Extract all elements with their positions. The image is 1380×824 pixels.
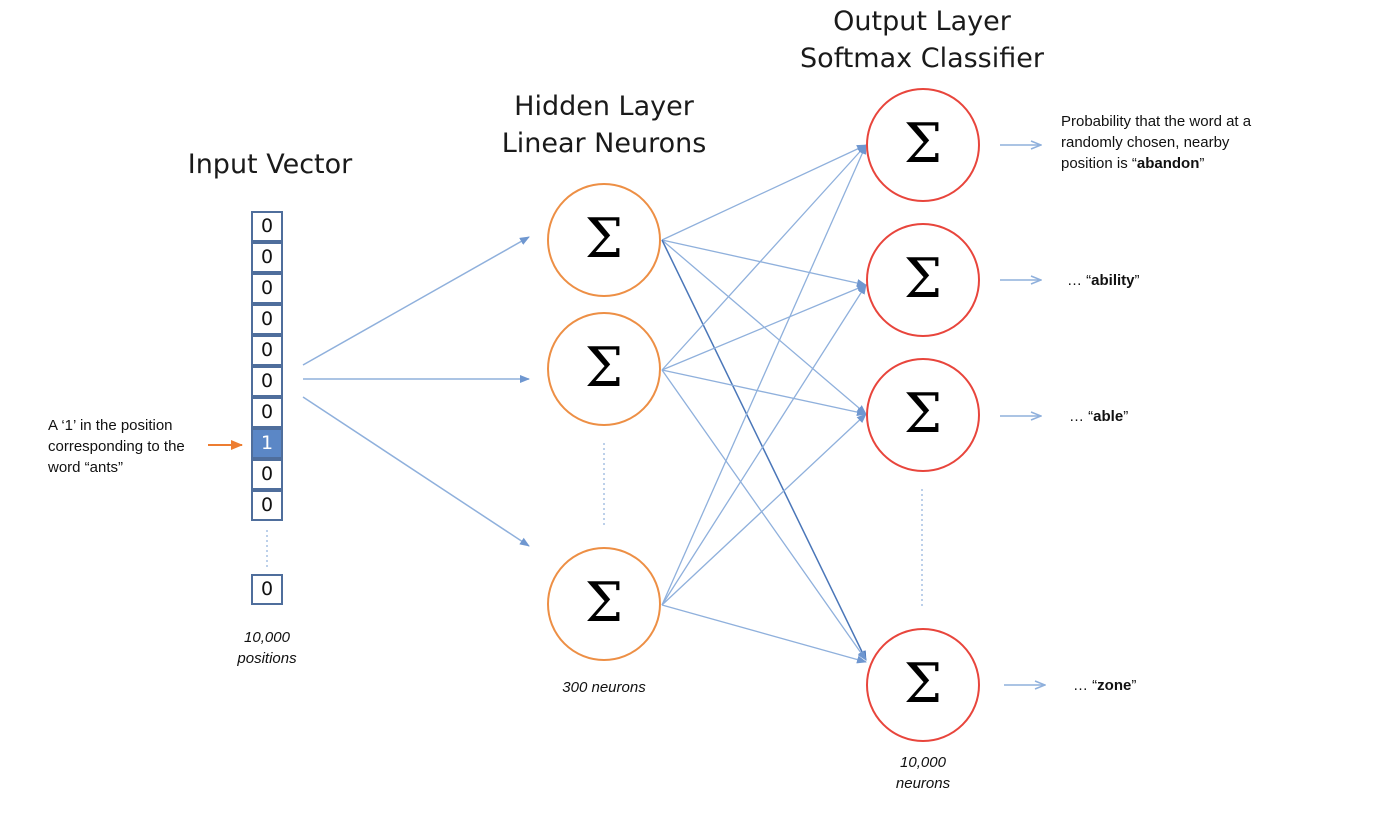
output-layer-title: Output Layer Softmax Classifier <box>782 3 1062 77</box>
output-neuron: Σ <box>866 223 980 337</box>
output-label-abandon: Probability that the word at a randomly … <box>1061 111 1361 174</box>
output-word: ability <box>1091 272 1135 289</box>
input-cell: 0 <box>251 304 283 335</box>
hidden-layer-title: Hidden Layer Linear Neurons <box>474 88 734 162</box>
sigma-icon: Σ <box>903 246 943 310</box>
hidden2-to-out1 <box>661 144 867 371</box>
input-annotation-line3: word “ants” <box>48 459 124 476</box>
hidden-neuron: Σ <box>547 547 661 661</box>
input-cell-last: 0 <box>251 574 283 605</box>
input-size-line2: positions <box>237 650 297 667</box>
hidden1-to-out2 <box>661 239 867 287</box>
hidden1-to-out1 <box>661 144 867 241</box>
sigma-icon: Σ <box>584 570 624 634</box>
sigma-icon: Σ <box>903 381 943 445</box>
input-cell: 0 <box>251 211 283 242</box>
hidden3-to-out1 <box>661 144 867 606</box>
input-annotation-line2: corresponding to the <box>48 438 185 455</box>
hidden-neuron: Σ <box>547 312 661 426</box>
output-label-line1: Probability that the word at a <box>1061 113 1252 130</box>
hidden-layer-title-line1: Hidden Layer <box>514 91 694 122</box>
output-neuron: Σ <box>866 358 980 472</box>
hidden-layer-caption: 300 neurons <box>562 679 646 696</box>
output-label-zone: … “zone” <box>1073 677 1137 694</box>
input-cell: 0 <box>251 459 283 490</box>
output-word: able <box>1093 408 1124 425</box>
sigma-icon: Σ <box>903 651 943 715</box>
hidden1-to-out4 <box>661 239 867 661</box>
sigma-icon: Σ <box>584 206 624 270</box>
hidden3-to-out2 <box>661 284 867 606</box>
input-annotation-line1: A ‘1’ in the position <box>48 417 173 434</box>
input-cell: 0 <box>251 242 283 273</box>
output-neuron: Σ <box>866 628 980 742</box>
output-layer-caption: 10,000 neurons <box>868 752 978 794</box>
output-word: abandon <box>1136 155 1200 172</box>
hidden2-to-out4 <box>661 369 867 661</box>
hidden3-to-out3 <box>661 413 867 606</box>
output-label-line3: position is “abandon” <box>1061 155 1205 172</box>
output-label-line2: randomly chosen, nearby <box>1061 134 1230 151</box>
input-to-hidden-arrow-3 <box>302 396 530 547</box>
input-cell: 0 <box>251 490 283 521</box>
hidden-neuron: Σ <box>547 183 661 297</box>
input-to-hidden-arrow-1 <box>302 236 530 366</box>
input-cell: 0 <box>251 397 283 428</box>
input-annotation: A ‘1’ in the position corresponding to t… <box>48 415 213 478</box>
input-cell: 0 <box>251 273 283 304</box>
hidden2-to-out3 <box>661 369 867 417</box>
output-layer-title-line2: Softmax Classifier <box>800 43 1044 74</box>
input-size-line1: 10,000 <box>244 629 290 646</box>
hidden2-to-out2 <box>661 284 867 371</box>
hidden3-to-out4 <box>661 604 867 664</box>
input-cell-hot: 1 <box>251 428 283 459</box>
output-caption-line2: neurons <box>895 775 951 792</box>
output-label-able: … “able” <box>1069 408 1129 425</box>
output-label-ability: … “ability” <box>1067 272 1140 289</box>
output-word: zone <box>1097 677 1132 694</box>
output-layer-title-line1: Output Layer <box>833 6 1011 37</box>
sigma-icon: Σ <box>903 111 943 175</box>
input-size-caption: 10,000 positions <box>212 627 322 669</box>
hidden-layer-title-line2: Linear Neurons <box>501 128 707 159</box>
sigma-icon: Σ <box>584 335 624 399</box>
input-cell: 0 <box>251 335 283 366</box>
output-caption-line1: 10,000 <box>900 754 946 771</box>
output-neuron: Σ <box>866 88 980 202</box>
input-cell: 0 <box>251 366 283 397</box>
input-vector-title: Input Vector <box>187 149 353 180</box>
